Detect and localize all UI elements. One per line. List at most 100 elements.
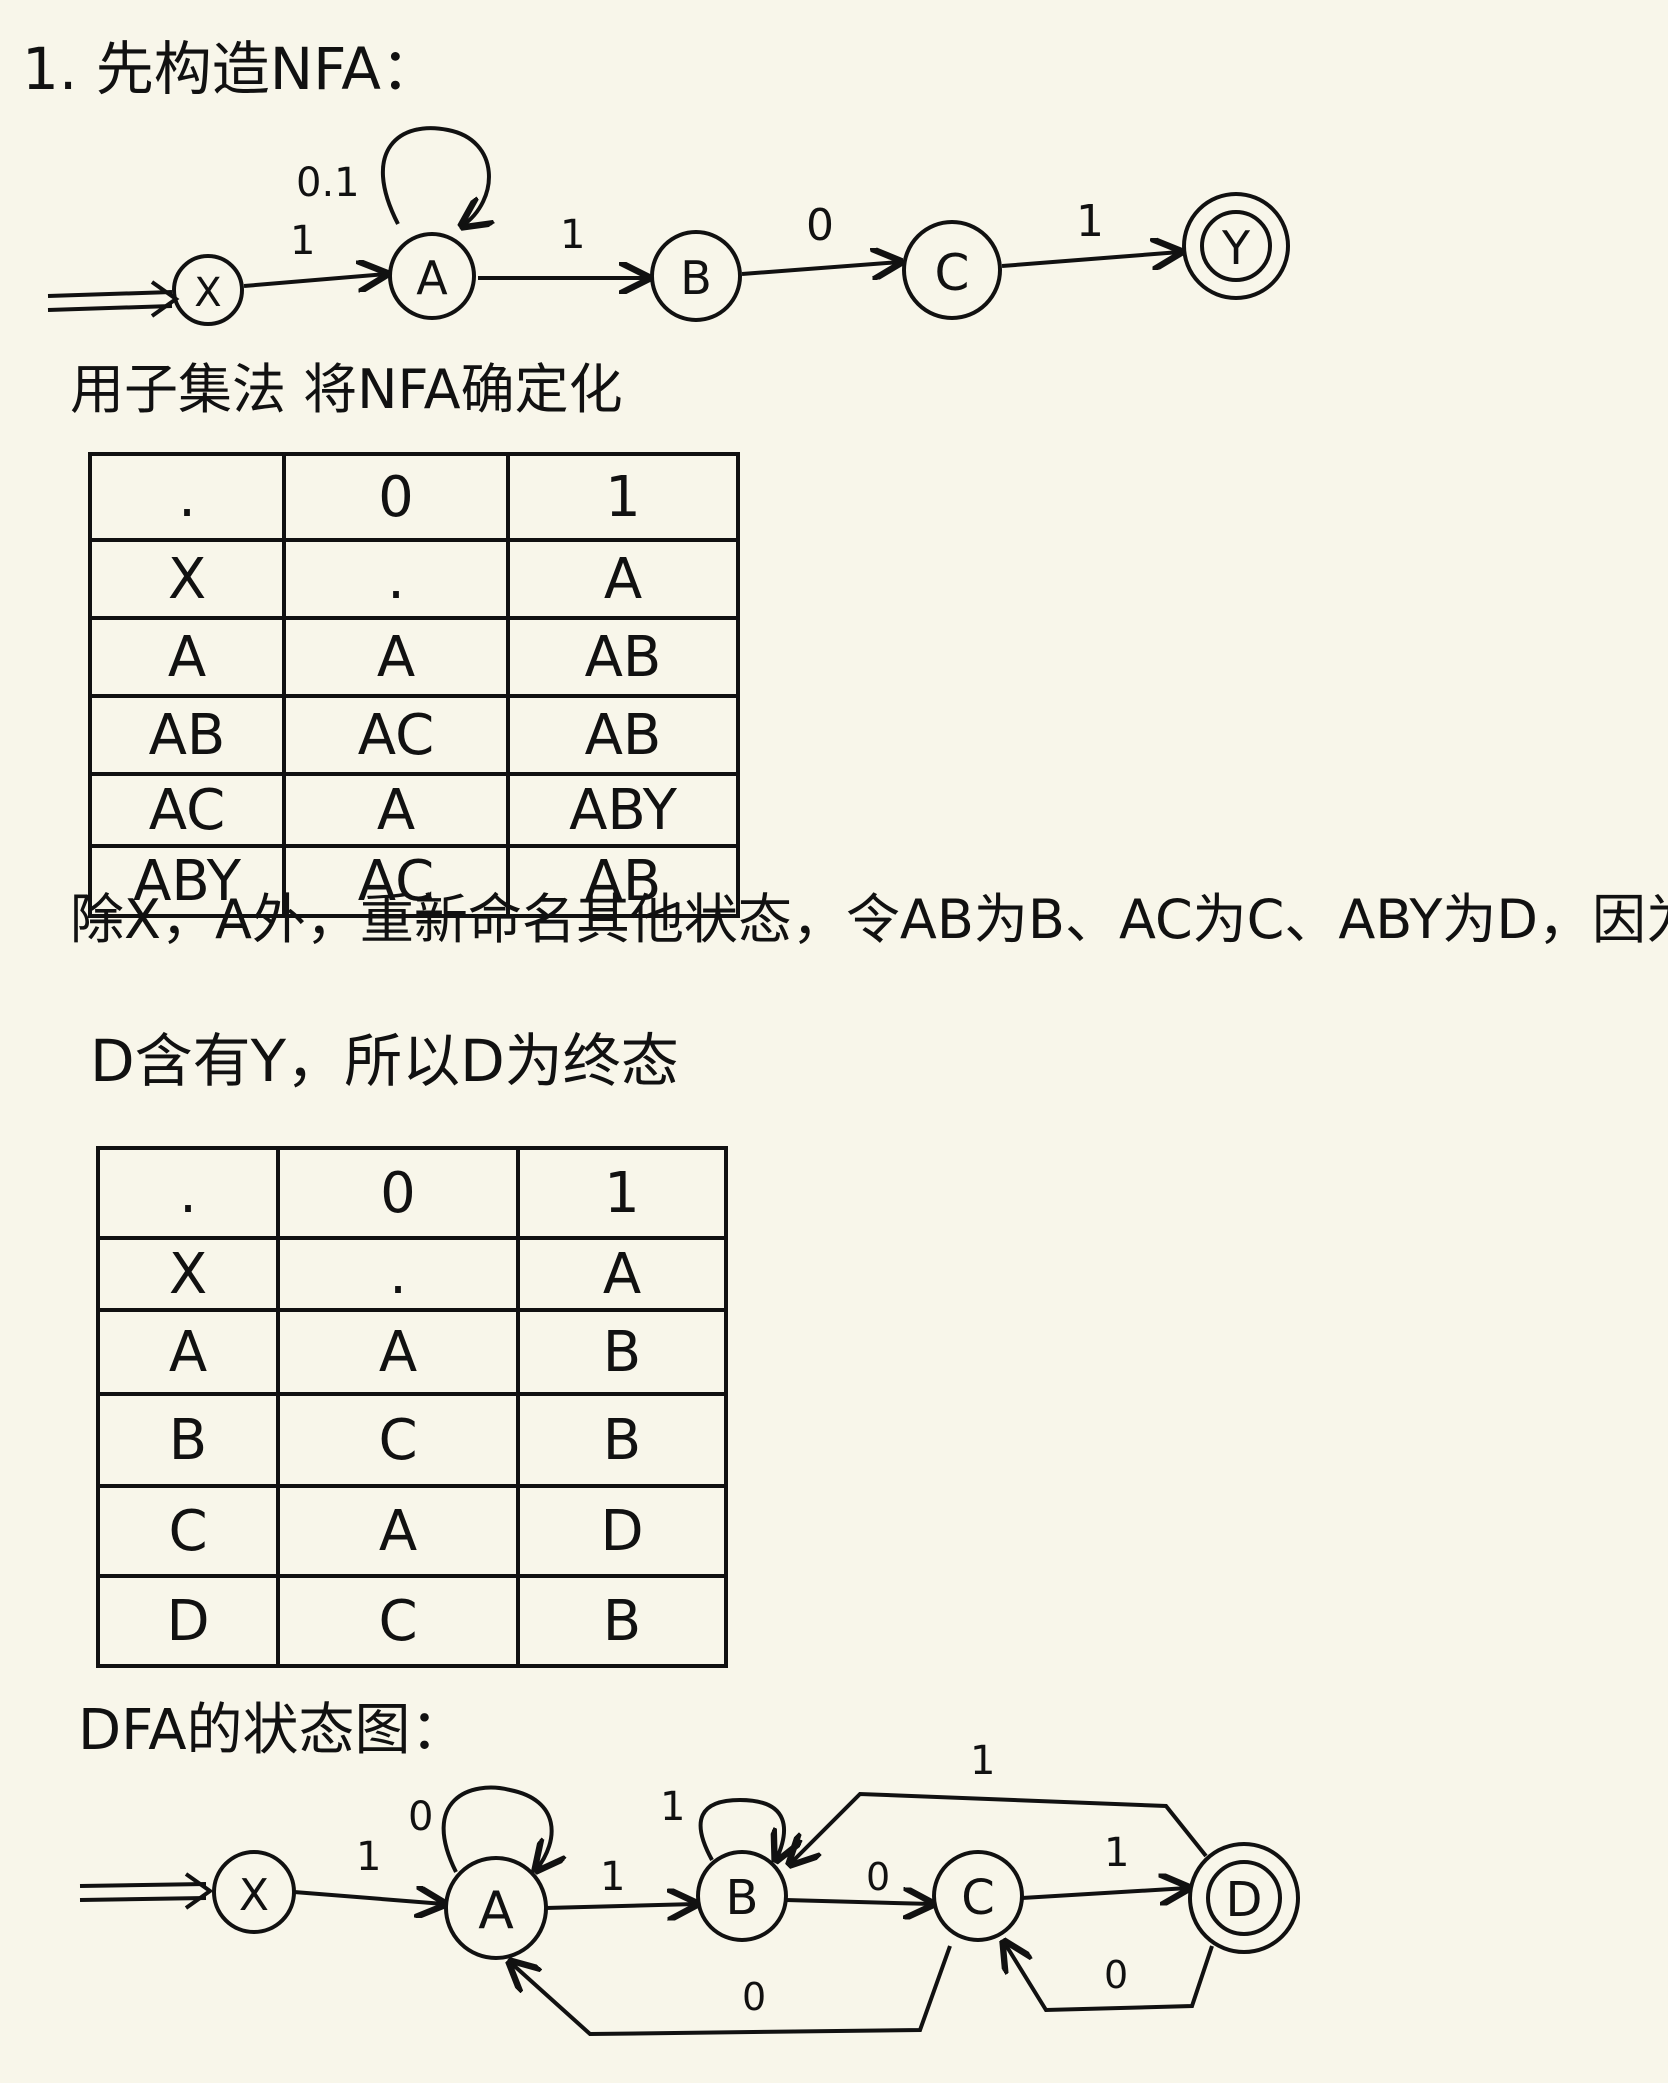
rename-note-line-2: D含有Y，所以D为终态 — [90, 1027, 679, 1095]
table-header-cell: . — [96, 1146, 280, 1240]
table-header-cell: . — [88, 452, 286, 542]
table-header-cell: 0 — [282, 452, 510, 542]
table-cell: D — [516, 1484, 728, 1578]
table-cell: A — [276, 1484, 520, 1578]
table-cell: A — [96, 1308, 280, 1396]
svg-text:1: 1 — [1076, 196, 1104, 247]
subset-table: . 0 1 X . A A A AB AB AC AB AC A ABY ABY… — [88, 452, 740, 918]
svg-text:0.1: 0.1 — [296, 160, 360, 206]
svg-text:X: X — [194, 270, 221, 316]
table-row: C A D — [96, 1484, 728, 1578]
table-header-cell: 0 — [276, 1146, 520, 1240]
svg-text:A: A — [478, 1881, 514, 1941]
table-cell: B — [516, 1574, 728, 1668]
table-row: A A AB — [88, 616, 740, 698]
table-row: X . A — [88, 538, 740, 620]
table-cell: A — [88, 616, 286, 698]
table-cell: A — [276, 1308, 520, 1396]
table-cell: B — [516, 1308, 728, 1396]
dfa-edge-c-d: 1 — [1021, 1830, 1188, 1898]
dfa-start-arrow — [79, 1872, 214, 1910]
table-cell: X — [96, 1236, 280, 1312]
svg-text:0: 0 — [866, 1855, 890, 1899]
nfa-edge-c-y: 1 — [1001, 196, 1180, 266]
table-cell: AB — [506, 694, 740, 776]
nfa-edge-b-c: 0 — [741, 200, 900, 274]
svg-text:B: B — [726, 1870, 759, 1926]
svg-text:D: D — [1226, 1872, 1263, 1928]
table-cell: A — [282, 616, 510, 698]
subset-heading: 用子集法 将NFA确定化 — [70, 358, 623, 421]
dfa-edge-b-c: 0 — [785, 1855, 932, 1904]
table-cell: AB — [506, 844, 740, 918]
nfa-edge-x-a: 1 — [243, 218, 386, 286]
dfa-edge-a-b: 1 — [545, 1854, 696, 1908]
nfa-edge-a-b: 1 — [478, 212, 648, 278]
svg-text:0: 0 — [408, 1794, 433, 1840]
nfa-edge-a-loop: 0.1 — [296, 126, 489, 226]
dfa-state-d: D — [1188, 1842, 1300, 1954]
svg-text:1: 1 — [290, 218, 315, 264]
table-row: ABY AC AB — [88, 844, 740, 918]
svg-text:Y: Y — [1221, 221, 1251, 275]
svg-text:1: 1 — [970, 1738, 995, 1784]
svg-text:1: 1 — [660, 1784, 685, 1830]
svg-text:A: A — [416, 251, 448, 305]
rename-note-line-1: 除X，A外，重新命名其他状态，令AB为B、AC为C、ABY为D，因为 — [70, 888, 1668, 951]
table-cell: AC — [282, 844, 510, 918]
dfa-state-a: A — [444, 1856, 548, 1960]
dfa-state-x: X — [212, 1850, 296, 1934]
svg-text:0: 0 — [742, 1975, 766, 2019]
svg-text:X: X — [239, 1870, 269, 1921]
svg-text:1: 1 — [560, 212, 585, 258]
table-cell: ABY — [88, 844, 286, 918]
nfa-state-y: Y — [1182, 192, 1290, 300]
table-cell: C — [276, 1392, 520, 1488]
table-row: B C B — [96, 1392, 728, 1488]
svg-text:C: C — [935, 244, 970, 302]
svg-text:C: C — [961, 1870, 995, 1926]
svg-text:B: B — [680, 251, 712, 305]
dfa-table: . 0 1 X . A A A B B C B C A D D C B — [96, 1146, 728, 1668]
dfa-edge-d-b: 1 — [790, 1738, 1208, 1864]
table-cell: AC — [282, 694, 510, 776]
nfa-state-a: A — [388, 232, 476, 320]
nfa-state-x: X — [172, 254, 244, 326]
dfa-edge-a-loop: 0 — [408, 1785, 552, 1872]
table-cell: AB — [506, 616, 740, 698]
svg-text:1: 1 — [600, 1854, 625, 1900]
table-cell: A — [516, 1236, 728, 1312]
table-row: . 0 1 — [96, 1146, 728, 1240]
dfa-state-c: C — [932, 1850, 1024, 1942]
dfa-edge-d-c: 0 — [1004, 1942, 1214, 2013]
nfa-start-arrow — [47, 280, 180, 318]
table-row: D C B — [96, 1574, 728, 1668]
table-cell: . — [282, 538, 510, 620]
dfa-edge-x-a: 1 — [293, 1834, 444, 1904]
table-row: . 0 1 — [88, 452, 740, 542]
nfa-state-c: C — [902, 220, 1002, 320]
table-row: AB AC AB — [88, 694, 740, 776]
table-cell: ABY — [506, 772, 740, 848]
table-cell: D — [96, 1574, 280, 1668]
table-cell: B — [96, 1392, 280, 1488]
table-cell: C — [276, 1574, 520, 1668]
table-cell: C — [96, 1484, 280, 1578]
table-header-cell: 1 — [506, 452, 740, 542]
svg-text:1: 1 — [356, 1834, 381, 1880]
table-cell: AC — [88, 772, 286, 848]
table-cell: AB — [88, 694, 286, 776]
table-cell: A — [506, 538, 740, 620]
table-row: AC A ABY — [88, 772, 740, 848]
table-row: X . A — [96, 1236, 728, 1312]
table-cell: B — [516, 1392, 728, 1488]
table-cell: . — [276, 1236, 520, 1312]
table-row: A A B — [96, 1308, 728, 1396]
svg-text:0: 0 — [1104, 1953, 1128, 1997]
nfa-state-b: B — [650, 230, 742, 322]
svg-text:0: 0 — [806, 200, 834, 251]
dfa-edge-c-a: 0 — [510, 1945, 952, 2037]
table-header-cell: 1 — [516, 1146, 728, 1240]
page-title: 1. 先构造NFA： — [22, 35, 439, 103]
dfa-state-b: B — [696, 1850, 788, 1942]
